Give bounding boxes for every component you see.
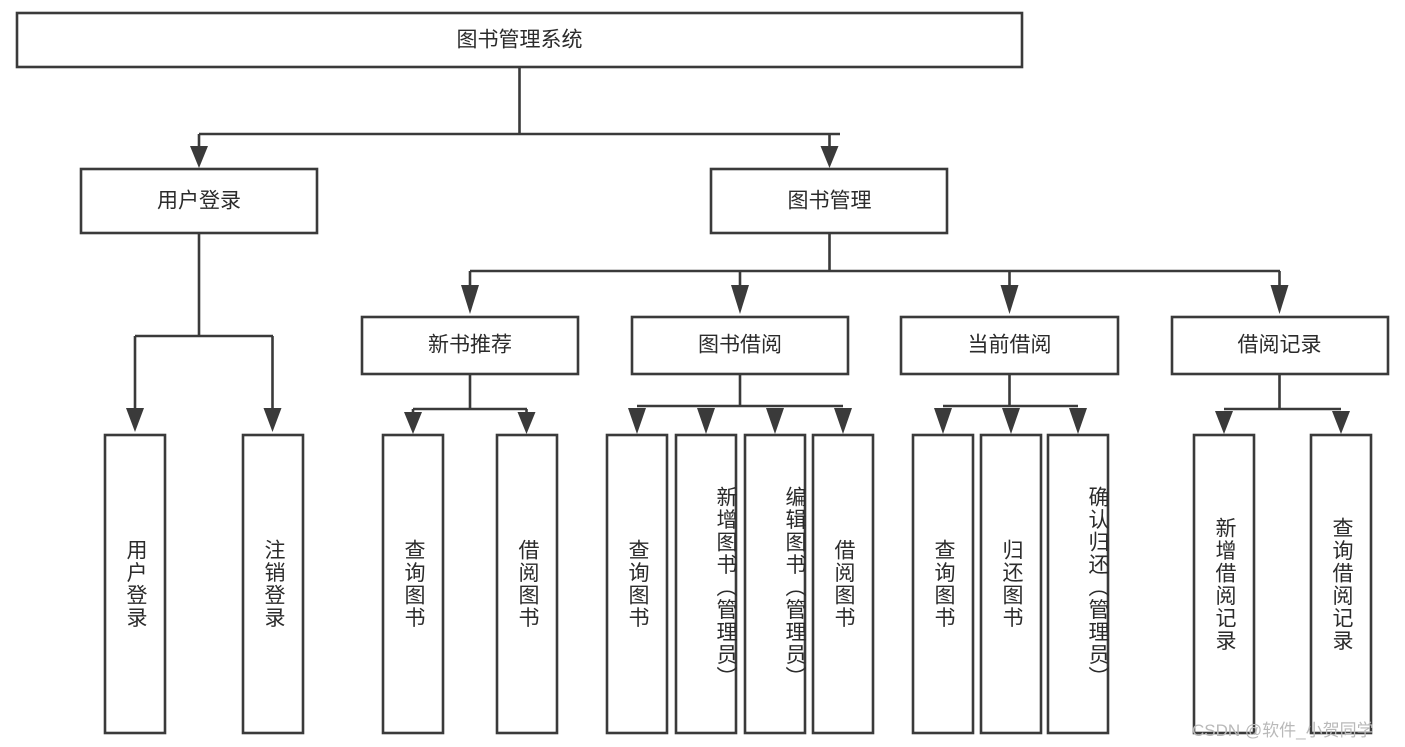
arrow-head-borrow-record [1270, 285, 1289, 314]
connector-group-current-borrow [934, 374, 1087, 434]
arrow-head-leaf-logout [263, 408, 282, 432]
connector-group-book-borrow [628, 374, 852, 434]
csdn-watermark: CSDN @软件_小贺同学 [1192, 721, 1374, 740]
arrow-head-book-borrow [731, 285, 749, 314]
arrow-head-br-add [1215, 411, 1233, 434]
node-new-book-recommend-box[interactable] [360, 315, 580, 376]
node-user-login[interactable]: 用户登录 [79, 167, 319, 235]
arrow-head-cb-confirm [1069, 408, 1087, 434]
node-book-borrow-label: 图书借阅 [698, 334, 782, 357]
arrow-head-new-book [461, 285, 479, 314]
leaf-box-cb-return-book[interactable] [979, 433, 1043, 735]
node-borrow-record[interactable]: 借阅记录 [1170, 315, 1390, 376]
node-root-label: 图书管理系统 [457, 29, 583, 52]
connector-group-user-login [126, 233, 282, 432]
arrow-head-nb-borrow [517, 412, 536, 434]
leaf-box-br-query-record[interactable] [1309, 433, 1373, 735]
arrow-head-cb-query [934, 408, 952, 434]
arrow-head-br-query [1332, 411, 1350, 434]
arrow-head-current-borrow [1000, 285, 1019, 314]
node-book-management[interactable]: 图书管理 [709, 167, 949, 235]
leaf-box-bb-query-book[interactable] [605, 433, 669, 735]
leaf-box-user-login[interactable] [103, 433, 167, 735]
arrow-head-bb-borrow [834, 408, 852, 434]
node-user-login-label: 用户登录 [157, 190, 241, 213]
arrow-head-user-login [190, 146, 208, 168]
leaf-box-bb-add-book[interactable] [674, 433, 738, 735]
arrow-head-bb-add [697, 408, 715, 434]
node-current-borrow[interactable]: 当前借阅 [899, 315, 1120, 376]
node-book-management-label: 图书管理 [788, 190, 872, 213]
connector-group-new-book [404, 374, 536, 434]
arrow-head-cb-return [1002, 408, 1020, 434]
arrow-head-bb-query [628, 408, 646, 434]
node-current-borrow-label: 当前借阅 [968, 334, 1052, 357]
leaf-box-nb-query-book[interactable] [381, 433, 445, 735]
node-root[interactable]: 图书管理系统 [15, 11, 1024, 69]
connector-group-root [190, 67, 840, 168]
leaf-box-nb-borrow-book[interactable] [495, 433, 559, 735]
arrow-head-bb-edit [766, 408, 784, 434]
leaf-box-bb-edit-book[interactable] [743, 433, 807, 735]
node-book-borrow-box[interactable] [630, 315, 850, 376]
connector-group-book-mgmt [461, 233, 1289, 314]
arrow-head-leaf-user-login [126, 408, 144, 432]
leaf-box-cb-query-book[interactable] [911, 433, 975, 735]
node-borrow-record-label: 借阅记录 [1238, 334, 1322, 357]
leaf-box-cb-confirm-return[interactable] [1046, 433, 1110, 735]
leaf-box-br-add-record[interactable] [1192, 433, 1256, 735]
connector-group-borrow-record [1215, 374, 1350, 434]
node-book-borrow[interactable]: 图书借阅 [630, 315, 850, 376]
arrow-head-nb-query [404, 412, 422, 434]
arrow-head-book-mgmt [820, 146, 839, 168]
leaf-box-bb-borrow-book[interactable] [811, 433, 875, 735]
node-borrow-record-box[interactable] [1170, 315, 1390, 376]
node-book-management-box[interactable] [709, 167, 949, 235]
node-new-book-recommend[interactable]: 新书推荐 [360, 315, 580, 376]
node-current-borrow-box[interactable] [899, 315, 1120, 376]
node-root-box[interactable] [15, 11, 1024, 69]
node-user-login-box[interactable] [79, 167, 319, 235]
node-new-book-recommend-label: 新书推荐 [428, 334, 512, 357]
leaf-box-logout[interactable] [241, 433, 305, 735]
